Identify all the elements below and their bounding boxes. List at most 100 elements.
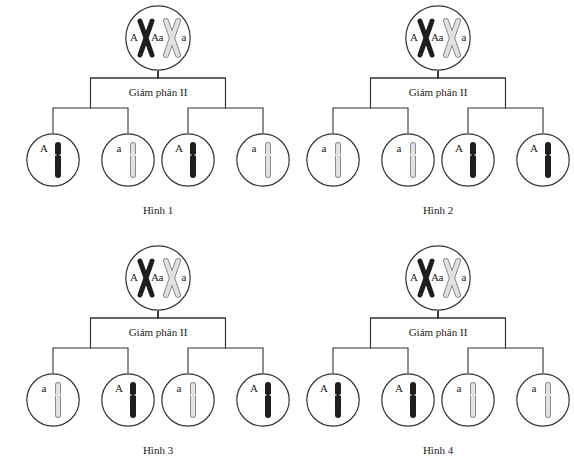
cell-outline [516, 133, 570, 187]
division-connector [91, 311, 159, 373]
process-label: Giảm phân II [98, 86, 218, 99]
cell-outline [236, 373, 290, 427]
division-connector [53, 71, 158, 133]
dark-chromatid [545, 145, 551, 175]
cell-outline [381, 373, 435, 427]
allele-label: A [129, 271, 139, 283]
daughter-cell: A [101, 373, 155, 427]
allele-label: A [430, 271, 440, 283]
allele-label: a [394, 142, 404, 154]
cell-circle [406, 6, 470, 70]
daughter-cell: a [306, 133, 360, 187]
division-connector [333, 71, 438, 133]
allele-label: A [114, 382, 124, 394]
daughter-cell: A [26, 133, 80, 187]
parent-cell: AAaa [405, 5, 471, 71]
light-chromatid [130, 145, 136, 175]
cell-circle [27, 374, 79, 426]
light-chromosome [166, 261, 178, 295]
cell-circle [126, 6, 190, 70]
cell-circle [162, 134, 214, 186]
daughter-cell: A [381, 373, 435, 427]
daughter-cell: a [101, 133, 155, 187]
dark-chromatid [335, 385, 341, 415]
figure-caption: Hình 3 [98, 444, 218, 457]
figure-caption: Hình 2 [378, 204, 498, 217]
allele-label: a [436, 271, 446, 283]
daughter-cell: a [381, 133, 435, 187]
allele-label: a [529, 382, 539, 394]
allele-label: a [319, 142, 329, 154]
division-connector [158, 311, 263, 373]
division-connector [158, 71, 263, 133]
allele-label: a [179, 31, 189, 43]
cell-circle [307, 134, 359, 186]
daughter-cell: a [236, 133, 290, 187]
cell-circle [517, 134, 569, 186]
division-connector [438, 311, 543, 373]
cell-outline [101, 373, 155, 427]
dark-chromatid [190, 145, 196, 175]
allele-label: a [436, 31, 446, 43]
division-connector [53, 311, 158, 373]
division-connector [158, 71, 226, 133]
cell-outline [161, 373, 215, 427]
light-chromatid [265, 145, 271, 175]
cell-circle [382, 374, 434, 426]
dark-chromosome [140, 261, 152, 295]
cell-outline [441, 133, 495, 187]
allele-label: a [459, 271, 469, 283]
cell-circle [307, 374, 359, 426]
light-chromatid [470, 385, 476, 415]
daughter-cell: a [161, 373, 215, 427]
parent-cell: AAaa [125, 5, 191, 71]
allele-label: A [430, 31, 440, 43]
cell-circle [442, 134, 494, 186]
dark-chromatid [265, 385, 271, 415]
cell-outline [441, 373, 495, 427]
parent-cell: AAaa [125, 245, 191, 311]
cell-outline [161, 133, 215, 187]
allele-label: A [529, 142, 539, 154]
daughter-cell: A [516, 133, 570, 187]
light-chromatid [335, 145, 341, 175]
division-connector [438, 71, 506, 133]
daughter-cell: A [236, 373, 290, 427]
cell-outline [26, 373, 80, 427]
dark-chromatid [470, 145, 476, 175]
cell-circle [27, 134, 79, 186]
daughter-cell: A [441, 133, 495, 187]
dark-chromatid [410, 385, 416, 415]
division-connector [333, 311, 438, 373]
allele-label: a [179, 271, 189, 283]
process-label: Giảm phân II [378, 326, 498, 339]
dark-chromatid [55, 145, 61, 175]
allele-label: A [394, 382, 404, 394]
daughter-cell: A [161, 133, 215, 187]
allele-label: a [454, 382, 464, 394]
cell-outline [26, 133, 80, 187]
cell-circle [126, 246, 190, 310]
allele-label: A [150, 271, 160, 283]
light-chromatid [190, 385, 196, 415]
allele-label: A [409, 271, 419, 283]
allele-label: A [150, 31, 160, 43]
division-connector [158, 311, 226, 373]
cell-outline [101, 133, 155, 187]
dark-chromosome [420, 21, 432, 55]
dark-chromosome [140, 21, 152, 55]
light-chromosome [166, 21, 178, 55]
daughter-cell: A [306, 373, 360, 427]
cell-outline [306, 373, 360, 427]
light-chromosome [446, 261, 458, 295]
cell-circle [102, 374, 154, 426]
daughter-cell: a [441, 373, 495, 427]
daughter-cell: a [516, 373, 570, 427]
allele-label: A [129, 31, 139, 43]
cell-outline [236, 133, 290, 187]
division-connector [371, 311, 439, 373]
cell-circle [517, 374, 569, 426]
division-connector [371, 71, 439, 133]
